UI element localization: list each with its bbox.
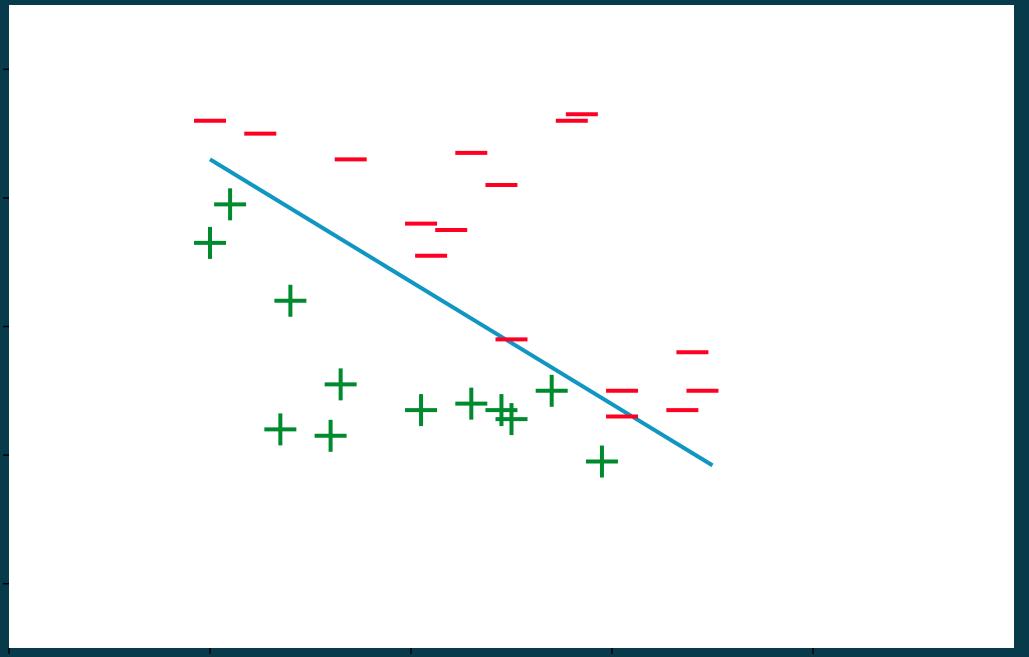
plus-point-5	[314, 419, 347, 452]
plus-point-1	[194, 226, 226, 259]
plus-point-0	[214, 188, 247, 221]
plus-point-9	[495, 403, 528, 436]
plus-point-11	[585, 445, 618, 478]
plus-point-10	[535, 374, 568, 407]
plus-point-6	[405, 394, 438, 427]
decision-line	[208, 157, 714, 468]
plus-point-4	[264, 413, 297, 446]
plus-point-3	[324, 368, 357, 401]
plus-point-7	[455, 387, 488, 420]
plot-area	[9, 5, 1014, 648]
plus-point-2	[274, 284, 307, 317]
